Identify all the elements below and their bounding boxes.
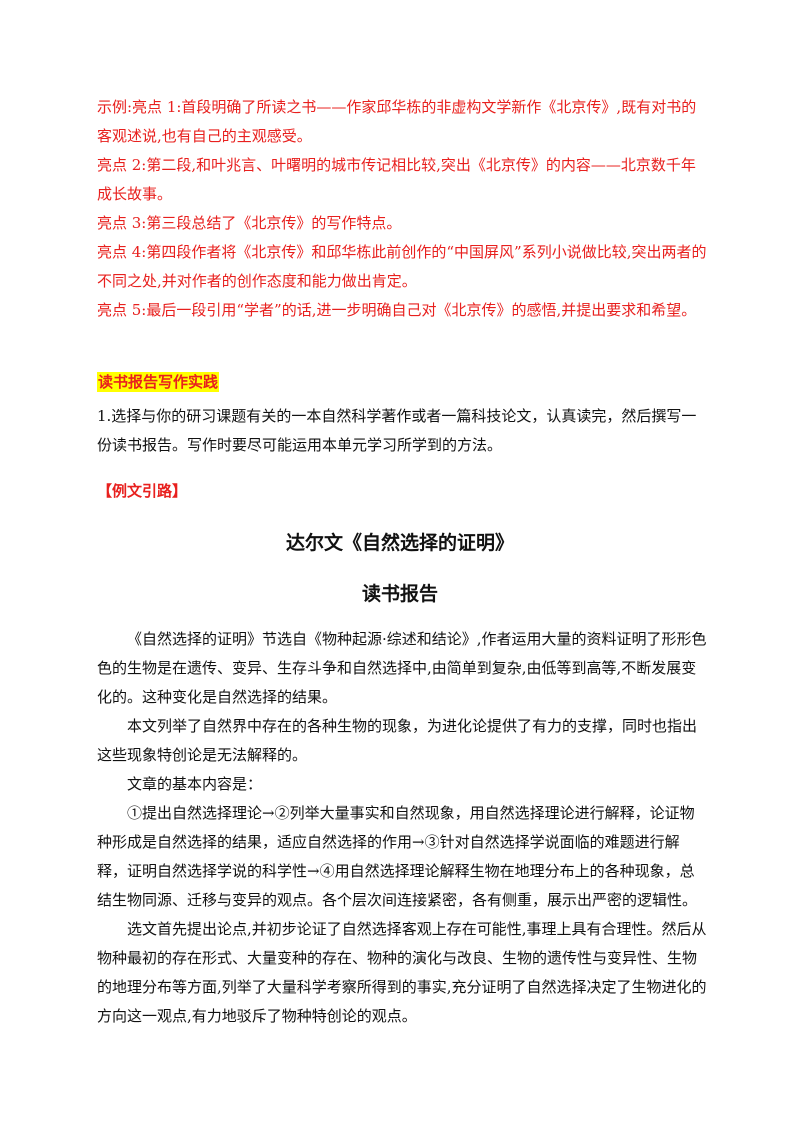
highlights-list: 示例:亮点 1:首段明确了所读之书——作家邱华栋的非虚构文学新作《北京传》,既有… bbox=[97, 93, 709, 325]
highlight-1: 示例:亮点 1:首段明确了所读之书——作家邱华栋的非虚构文学新作《北京传》,既有… bbox=[97, 98, 697, 145]
practice-task-block: 1.选择与你的研习课题有关的一本自然科学著作或者一篇科技论文，认真读完，然后撰写… bbox=[97, 402, 709, 460]
example-heading-block: 【例文引路】 bbox=[97, 480, 709, 501]
practice-heading: 读书报告写作实践 bbox=[97, 372, 220, 392]
report-paragraph-1: 《自然选择的证明》节选自《物种起源·综述和结论》,作者运用大量的资料证明了形形色… bbox=[97, 630, 707, 706]
report-paragraph-5: 选文首先提出论点,并初步论证了自然选择客观上存在可能性,事理上具有合理性。然后从… bbox=[97, 920, 707, 1025]
report-body: 《自然选择的证明》节选自《物种起源·综述和结论》,作者运用大量的资料证明了形形色… bbox=[97, 625, 709, 1031]
report-paragraph-2: 本文列举了自然界中存在的各种生物的现象，为进化论提供了有力的支撑，同时也指出这些… bbox=[97, 717, 698, 764]
practice-task: 1.选择与你的研习课题有关的一本自然科学著作或者一篇科技论文，认真读完，然后撰写… bbox=[97, 407, 697, 454]
report-title: 达尔文《自然选择的证明》 bbox=[285, 532, 514, 554]
report-subtitle: 读书报告 bbox=[361, 583, 438, 605]
practice-section: 读书报告写作实践 bbox=[97, 372, 709, 392]
highlight-2: 亮点 2:第二段,和叶兆言、叶曙明的城市传记相比较,突出《北京传》的内容——北京… bbox=[97, 156, 696, 203]
report-paragraph-3: 文章的基本内容是： bbox=[127, 775, 263, 793]
highlight-3: 亮点 3:第三段总结了《北京传》的写作特点。 bbox=[97, 214, 402, 232]
example-heading: 【例文引路】 bbox=[97, 482, 188, 500]
highlight-4: 亮点 4:第四段作者将《北京传》和邱华栋此前创作的“中国屏风”系列小说做比较,突… bbox=[97, 243, 707, 290]
report-paragraph-4: ①提出自然选择理论→②列举大量事实和自然现象，用自然选择理论进行解释，论证物种形… bbox=[97, 804, 698, 909]
highlight-5: 亮点 5:最后一段引用“学者”的话,进一步明确自己对《北京传》的感悟,并提出要求… bbox=[97, 301, 697, 319]
